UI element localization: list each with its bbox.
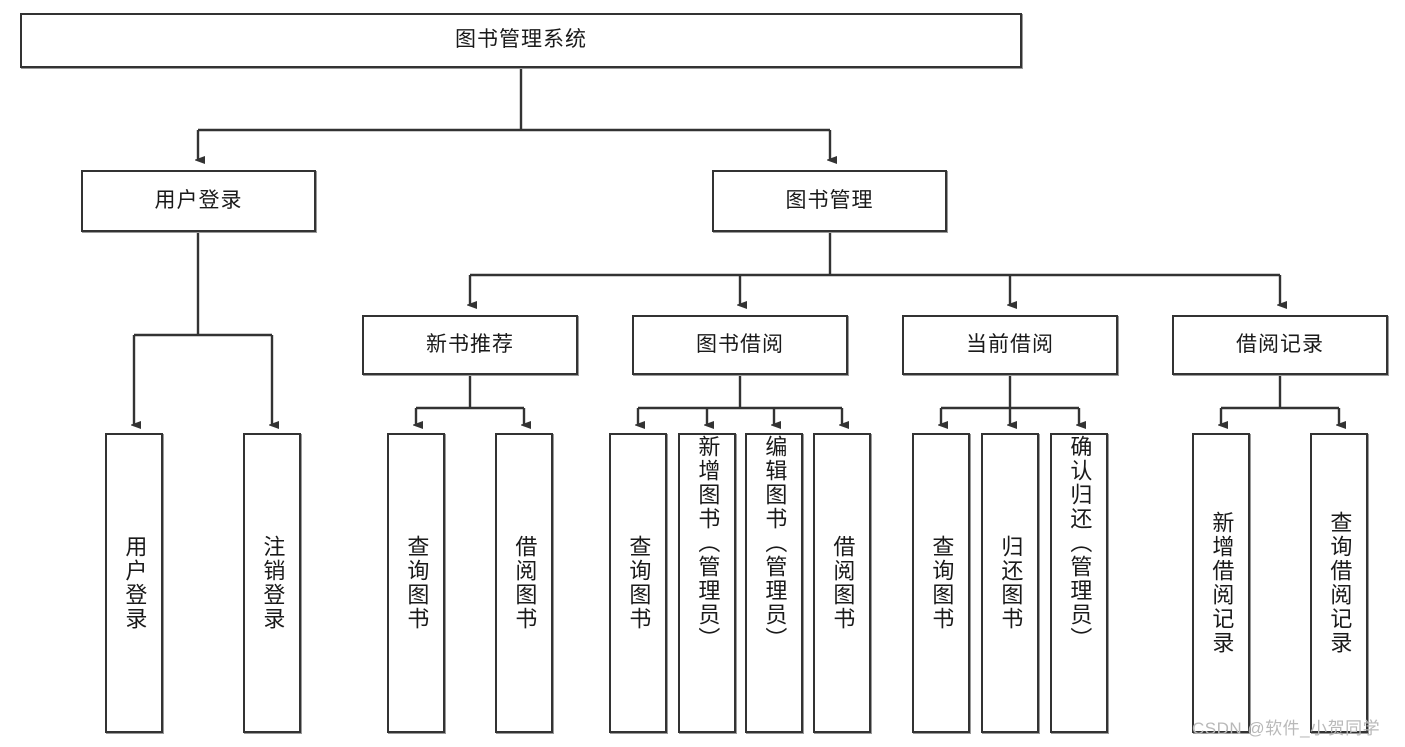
node-label: 新增借阅记录: [1209, 511, 1235, 655]
node-label: 借阅图书: [512, 535, 538, 631]
leaf-borrow-book-new[interactable]: 借阅图书: [495, 433, 553, 733]
node-root[interactable]: 图书管理系统: [20, 13, 1022, 68]
leaf-query-book[interactable]: 查询图书: [609, 433, 667, 733]
node-label: 查询图书: [626, 535, 652, 631]
node-label: 新增图书（管理员）: [695, 435, 721, 651]
node-label: 编辑图书（管理员）: [762, 435, 788, 651]
node-label: 图书管理系统: [455, 28, 587, 52]
node-user-login[interactable]: 用户登录: [81, 170, 316, 232]
node-label: 借阅记录: [1236, 332, 1324, 356]
node-book-borrow[interactable]: 图书借阅: [632, 315, 848, 375]
leaf-user-logout[interactable]: 注销登录: [243, 433, 301, 733]
node-book-management[interactable]: 图书管理: [712, 170, 947, 232]
node-label: 查询借阅记录: [1327, 511, 1353, 655]
leaf-borrow-book[interactable]: 借阅图书: [813, 433, 871, 733]
leaf-query-book-current[interactable]: 查询图书: [912, 433, 970, 733]
leaf-user-login[interactable]: 用户登录: [105, 433, 163, 733]
node-label: 查询图书: [929, 535, 955, 631]
node-label: 图书管理: [785, 188, 874, 212]
node-label: 查询图书: [404, 535, 430, 631]
leaf-return-book[interactable]: 归还图书: [981, 433, 1039, 733]
node-new-book-recommend[interactable]: 新书推荐: [362, 315, 578, 375]
csdn-watermark: CSDN @软件_小贺同学: [1192, 719, 1381, 738]
leaf-query-book-new[interactable]: 查询图书: [387, 433, 445, 733]
node-current-borrow[interactable]: 当前借阅: [902, 315, 1118, 375]
node-label: 借阅图书: [830, 535, 856, 631]
leaf-query-borrow-record[interactable]: 查询借阅记录: [1310, 433, 1368, 733]
node-borrow-record[interactable]: 借阅记录: [1172, 315, 1388, 375]
node-label: 新书推荐: [426, 332, 514, 356]
leaf-edit-book-admin[interactable]: 编辑图书（管理员）: [745, 433, 803, 733]
node-label: 用户登录: [122, 535, 148, 631]
node-label: 归还图书: [998, 535, 1024, 631]
leaf-add-book-admin[interactable]: 新增图书（管理员）: [678, 433, 736, 733]
node-label: 用户登录: [154, 188, 243, 212]
leaf-confirm-return-admin[interactable]: 确认归还（管理员）: [1050, 433, 1108, 733]
node-label: 注销登录: [260, 535, 286, 631]
node-label: 图书借阅: [696, 332, 784, 356]
leaf-add-borrow-record[interactable]: 新增借阅记录: [1192, 433, 1250, 733]
node-label: 当前借阅: [966, 332, 1054, 356]
node-label: 确认归还（管理员）: [1067, 435, 1093, 651]
